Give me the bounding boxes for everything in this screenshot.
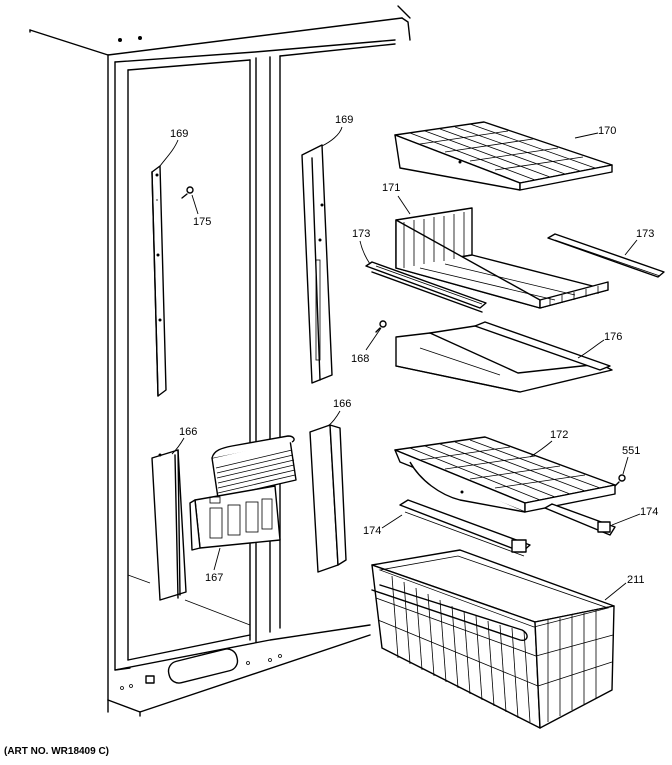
leader-170 [574, 132, 599, 139]
leader-174-left [381, 514, 403, 529]
slide-rail-174-right [544, 503, 616, 536]
callout-551: 551 [622, 445, 640, 457]
shelf-rail-169-left [151, 165, 167, 397]
slide-rail-173-right [547, 233, 665, 278]
wire-basket-211 [371, 549, 615, 729]
callout-166-left: 166 [179, 426, 197, 438]
callout-169-right: 169 [335, 114, 353, 126]
rail-cover-166-left [151, 449, 187, 601]
leader-211 [604, 582, 627, 601]
leader-166-left [171, 437, 185, 455]
leader-172 [529, 440, 553, 458]
leader-167 [213, 547, 221, 571]
callout-169-left: 169 [170, 128, 188, 140]
screw-551 [614, 474, 626, 487]
callout-173-right: 173 [636, 228, 654, 240]
callout-175: 175 [193, 216, 211, 228]
fan-cover-167 [189, 435, 297, 551]
screw-168 [375, 320, 387, 333]
shelf-frame-176 [395, 321, 613, 393]
callout-168: 168 [351, 353, 369, 365]
leader-169-right [321, 126, 343, 147]
wire-basket-171 [395, 207, 609, 309]
wire-shelf-172 [394, 436, 616, 513]
screw-175 [181, 186, 194, 199]
callout-171: 171 [382, 182, 400, 194]
leader-173-left [359, 240, 371, 265]
callout-211: 211 [627, 574, 645, 586]
callout-170: 170 [598, 125, 616, 137]
leader-171 [397, 195, 411, 215]
leader-169-left [159, 139, 179, 167]
callout-173-left: 173 [352, 228, 370, 240]
callout-174-left: 174 [363, 525, 381, 537]
art-number: (ART NO. WR18409 C) [4, 746, 109, 757]
leader-176 [577, 339, 605, 359]
callout-166-right: 166 [333, 398, 351, 410]
callout-172: 172 [550, 429, 568, 441]
leader-168 [365, 327, 382, 351]
callout-167: 167 [205, 572, 223, 584]
leader-551 [622, 456, 629, 475]
shelf-rail-169-right [301, 144, 333, 384]
leader-166-right [327, 410, 341, 427]
callout-176: 176 [604, 331, 622, 343]
leader-173-right [624, 239, 638, 256]
leader-175 [191, 194, 199, 215]
callout-174-right: 174 [640, 506, 658, 518]
rail-cover-166-right [309, 424, 347, 573]
leader-174-right [611, 513, 641, 526]
wire-shelf-170 [394, 121, 613, 191]
slide-rail-174-left [399, 499, 531, 557]
